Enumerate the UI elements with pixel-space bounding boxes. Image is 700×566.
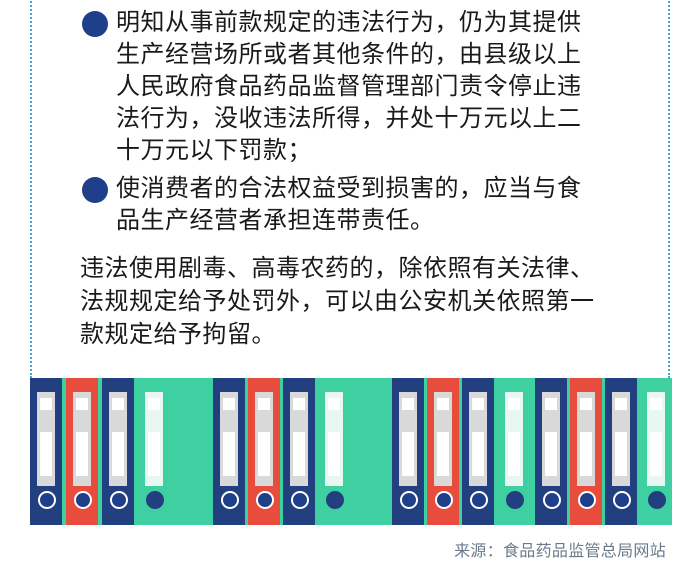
binder-label bbox=[469, 392, 487, 486]
binder-ring-icon bbox=[435, 491, 453, 509]
bullet-dot-icon bbox=[82, 11, 108, 37]
bullet-text-2: 使消费者的合法权益受到损害的，应当与食 品生产经营者承担连带责任。 bbox=[116, 172, 636, 236]
binder-navy bbox=[30, 378, 62, 525]
binder-teal bbox=[640, 378, 672, 525]
binder-navy bbox=[535, 378, 567, 525]
binder-navy bbox=[605, 378, 637, 525]
binder-navy bbox=[213, 378, 245, 525]
content-panel bbox=[30, 0, 670, 378]
binder-navy bbox=[102, 378, 134, 525]
closing-paragraph: 违法使用剧毒、高毒农药的，除依照有关法律、 法规规定给予处罚外，可以由公安机关依… bbox=[80, 252, 650, 351]
bullet-1-line-1: 明知从事前款规定的违法行为，仍为其提供 bbox=[116, 8, 582, 36]
paragraph-line-3: 款规定给予拘留。 bbox=[80, 320, 276, 348]
binder-label bbox=[577, 392, 595, 486]
paragraph-line-1: 违法使用剧毒、高毒农药的，除依照有关法律、 bbox=[80, 254, 595, 282]
binder-red bbox=[427, 378, 459, 525]
binder-ring-icon bbox=[256, 491, 274, 509]
binder-label bbox=[612, 392, 630, 486]
binder-label bbox=[73, 392, 91, 486]
binder-label bbox=[290, 392, 308, 486]
bullet-1-line-5: 十万元以下罚款； bbox=[116, 136, 312, 164]
bullet-2-line-1: 使消费者的合法权益受到损害的，应当与食 bbox=[116, 174, 582, 202]
bullet-2-line-2: 品生产经营者承担连带责任。 bbox=[116, 206, 435, 234]
binder-shelf-illustration bbox=[30, 378, 672, 525]
binder-teal bbox=[318, 378, 350, 525]
binder-navy bbox=[392, 378, 424, 525]
binder-ring-icon bbox=[110, 491, 128, 509]
binder-label bbox=[325, 392, 343, 486]
bullet-text-1: 明知从事前款规定的违法行为，仍为其提供 生产经营场所或者其他条件的，由县级以上 … bbox=[116, 6, 636, 166]
binder-teal bbox=[498, 378, 530, 525]
bullet-1-line-3: 人民政府食品药品监督管理部门责令停止违 bbox=[116, 72, 582, 100]
binder-red bbox=[66, 378, 98, 525]
binder-ring-icon bbox=[648, 491, 666, 509]
binder-teal bbox=[138, 378, 170, 525]
binder-label bbox=[434, 392, 452, 486]
binder-label bbox=[220, 392, 238, 486]
binder-label bbox=[647, 392, 665, 486]
binder-ring-icon bbox=[326, 491, 344, 509]
bullet-1-line-2: 生产经营场所或者其他条件的，由县级以上 bbox=[116, 40, 582, 68]
binder-ring-icon bbox=[578, 491, 596, 509]
binder-navy bbox=[462, 378, 494, 525]
binder-ring-icon bbox=[470, 491, 488, 509]
source-caption: 来源：食品药品监管总局网站 bbox=[454, 541, 666, 560]
binder-label bbox=[109, 392, 127, 486]
paragraph-line-2: 法规规定给予处罚外，可以由公安机关依照第一 bbox=[80, 287, 595, 315]
bullet-dot-icon bbox=[82, 177, 108, 203]
binder-label bbox=[399, 392, 417, 486]
binder-ring-icon bbox=[613, 491, 631, 509]
binder-ring-icon bbox=[506, 491, 524, 509]
binder-ring-icon bbox=[221, 491, 239, 509]
bullet-1-line-4: 法行为，没收违法所得，并处十万元以上二 bbox=[116, 104, 582, 132]
binder-red bbox=[248, 378, 280, 525]
binder-label bbox=[505, 392, 523, 486]
binder-label bbox=[37, 392, 55, 486]
binder-ring-icon bbox=[146, 491, 164, 509]
binder-label bbox=[145, 392, 163, 486]
binder-ring-icon bbox=[74, 491, 92, 509]
binder-red bbox=[570, 378, 602, 525]
binder-ring-icon bbox=[543, 491, 561, 509]
binder-label bbox=[255, 392, 273, 486]
binder-navy bbox=[283, 378, 315, 525]
binder-ring-icon bbox=[291, 491, 309, 509]
binder-label bbox=[542, 392, 560, 486]
binder-ring-icon bbox=[38, 491, 56, 509]
binder-ring-icon bbox=[400, 491, 418, 509]
